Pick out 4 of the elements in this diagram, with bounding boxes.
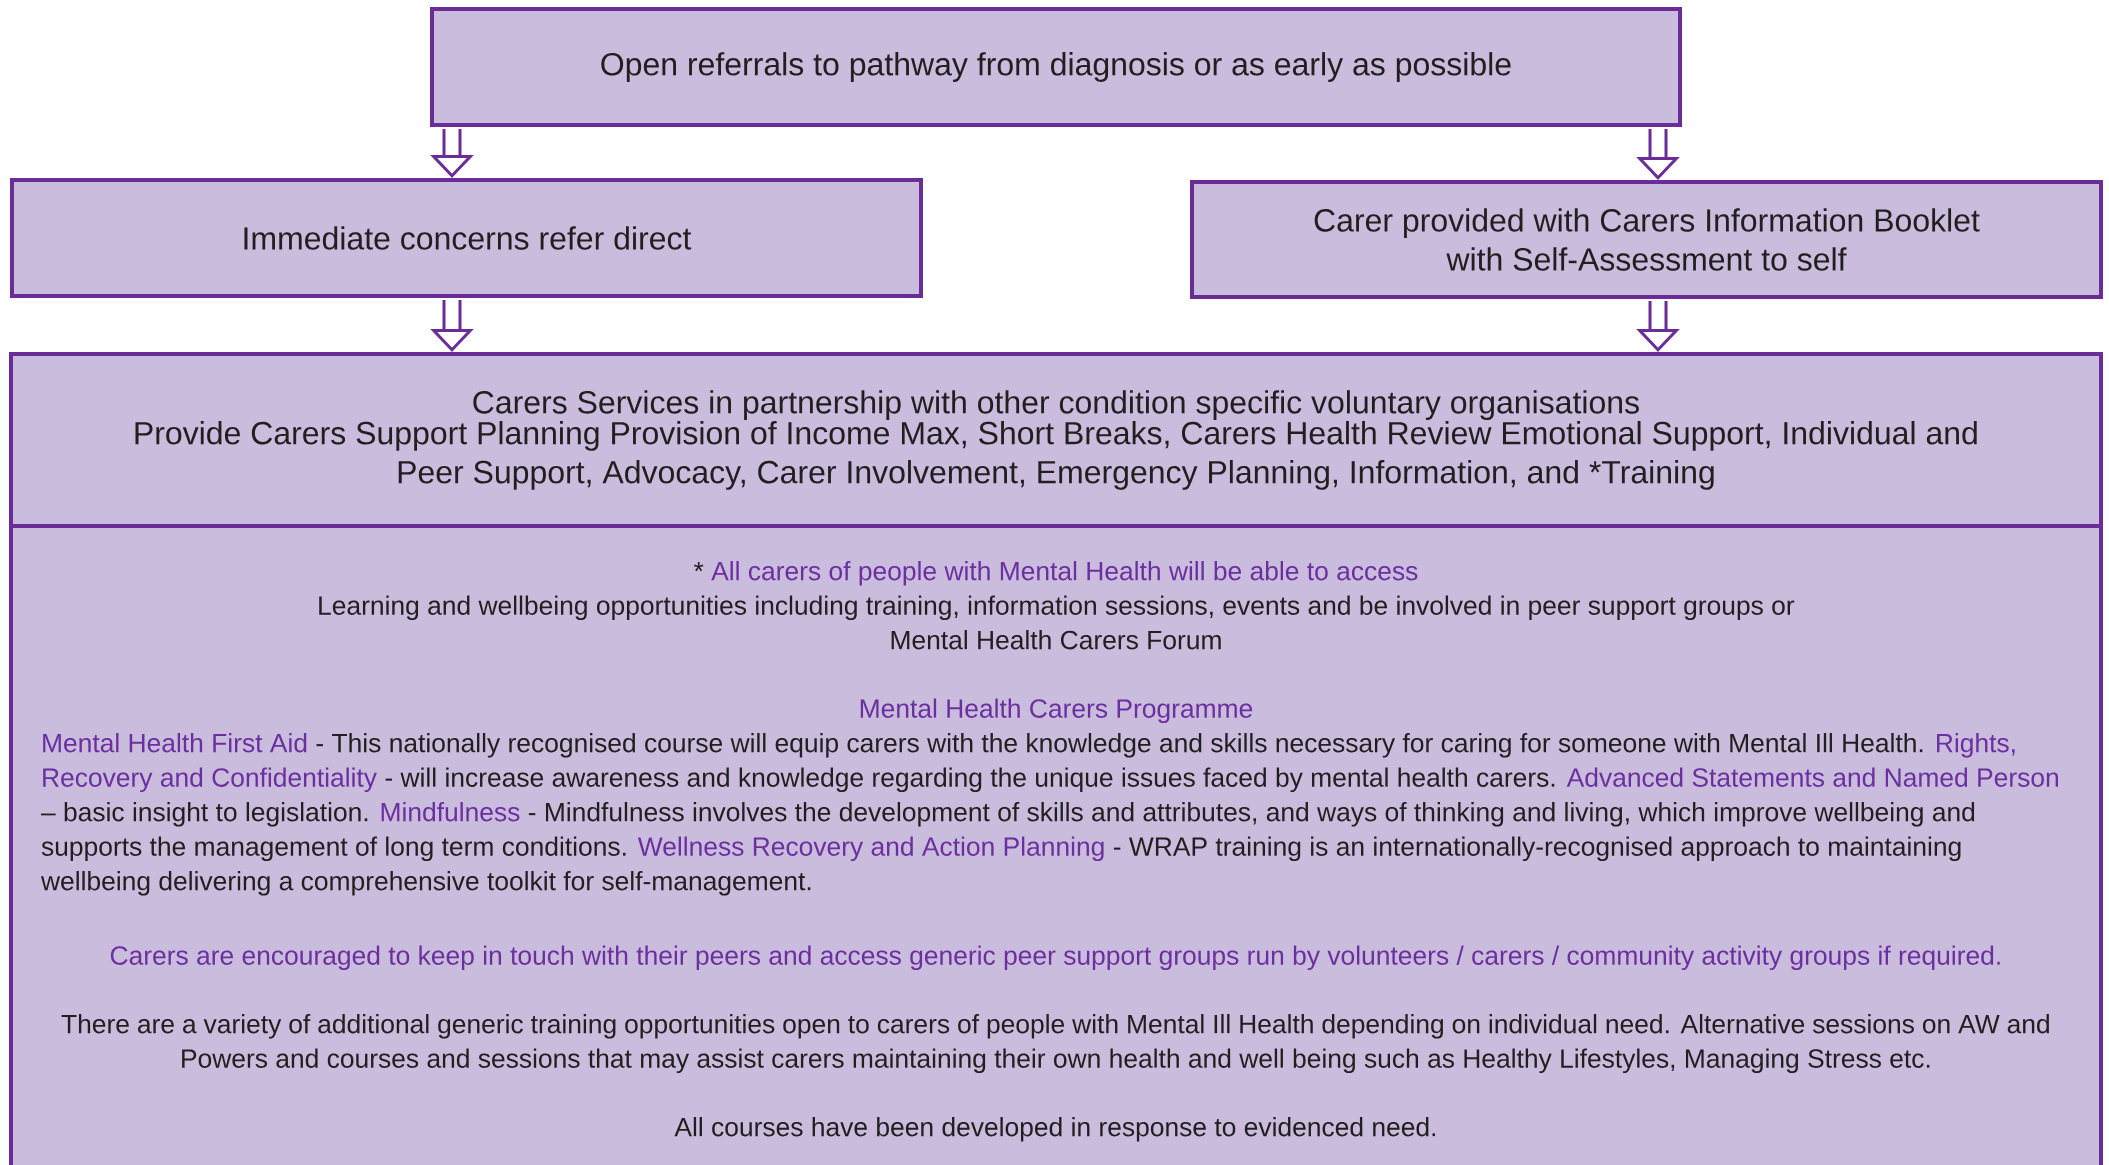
process-box: Open referrals to pathway from diagnosis or as early as possible	[430, 7, 1682, 127]
process-box: Immediate concerns refer direct	[10, 178, 923, 298]
header-band: Carers Services in partnership with other condition specific voluntary organisations Provide Carers Support Planning Provision of Income Max, Short Breaks, Carers Health Review Emotional Support, Individual and Peer Support, Advocacy, Carer Involvement, Emergency Planning, Information, and *Training	[9, 352, 2103, 528]
process-box: Carer provided with Carers Information Booklet with Self-Assessment to self	[1190, 180, 2103, 299]
